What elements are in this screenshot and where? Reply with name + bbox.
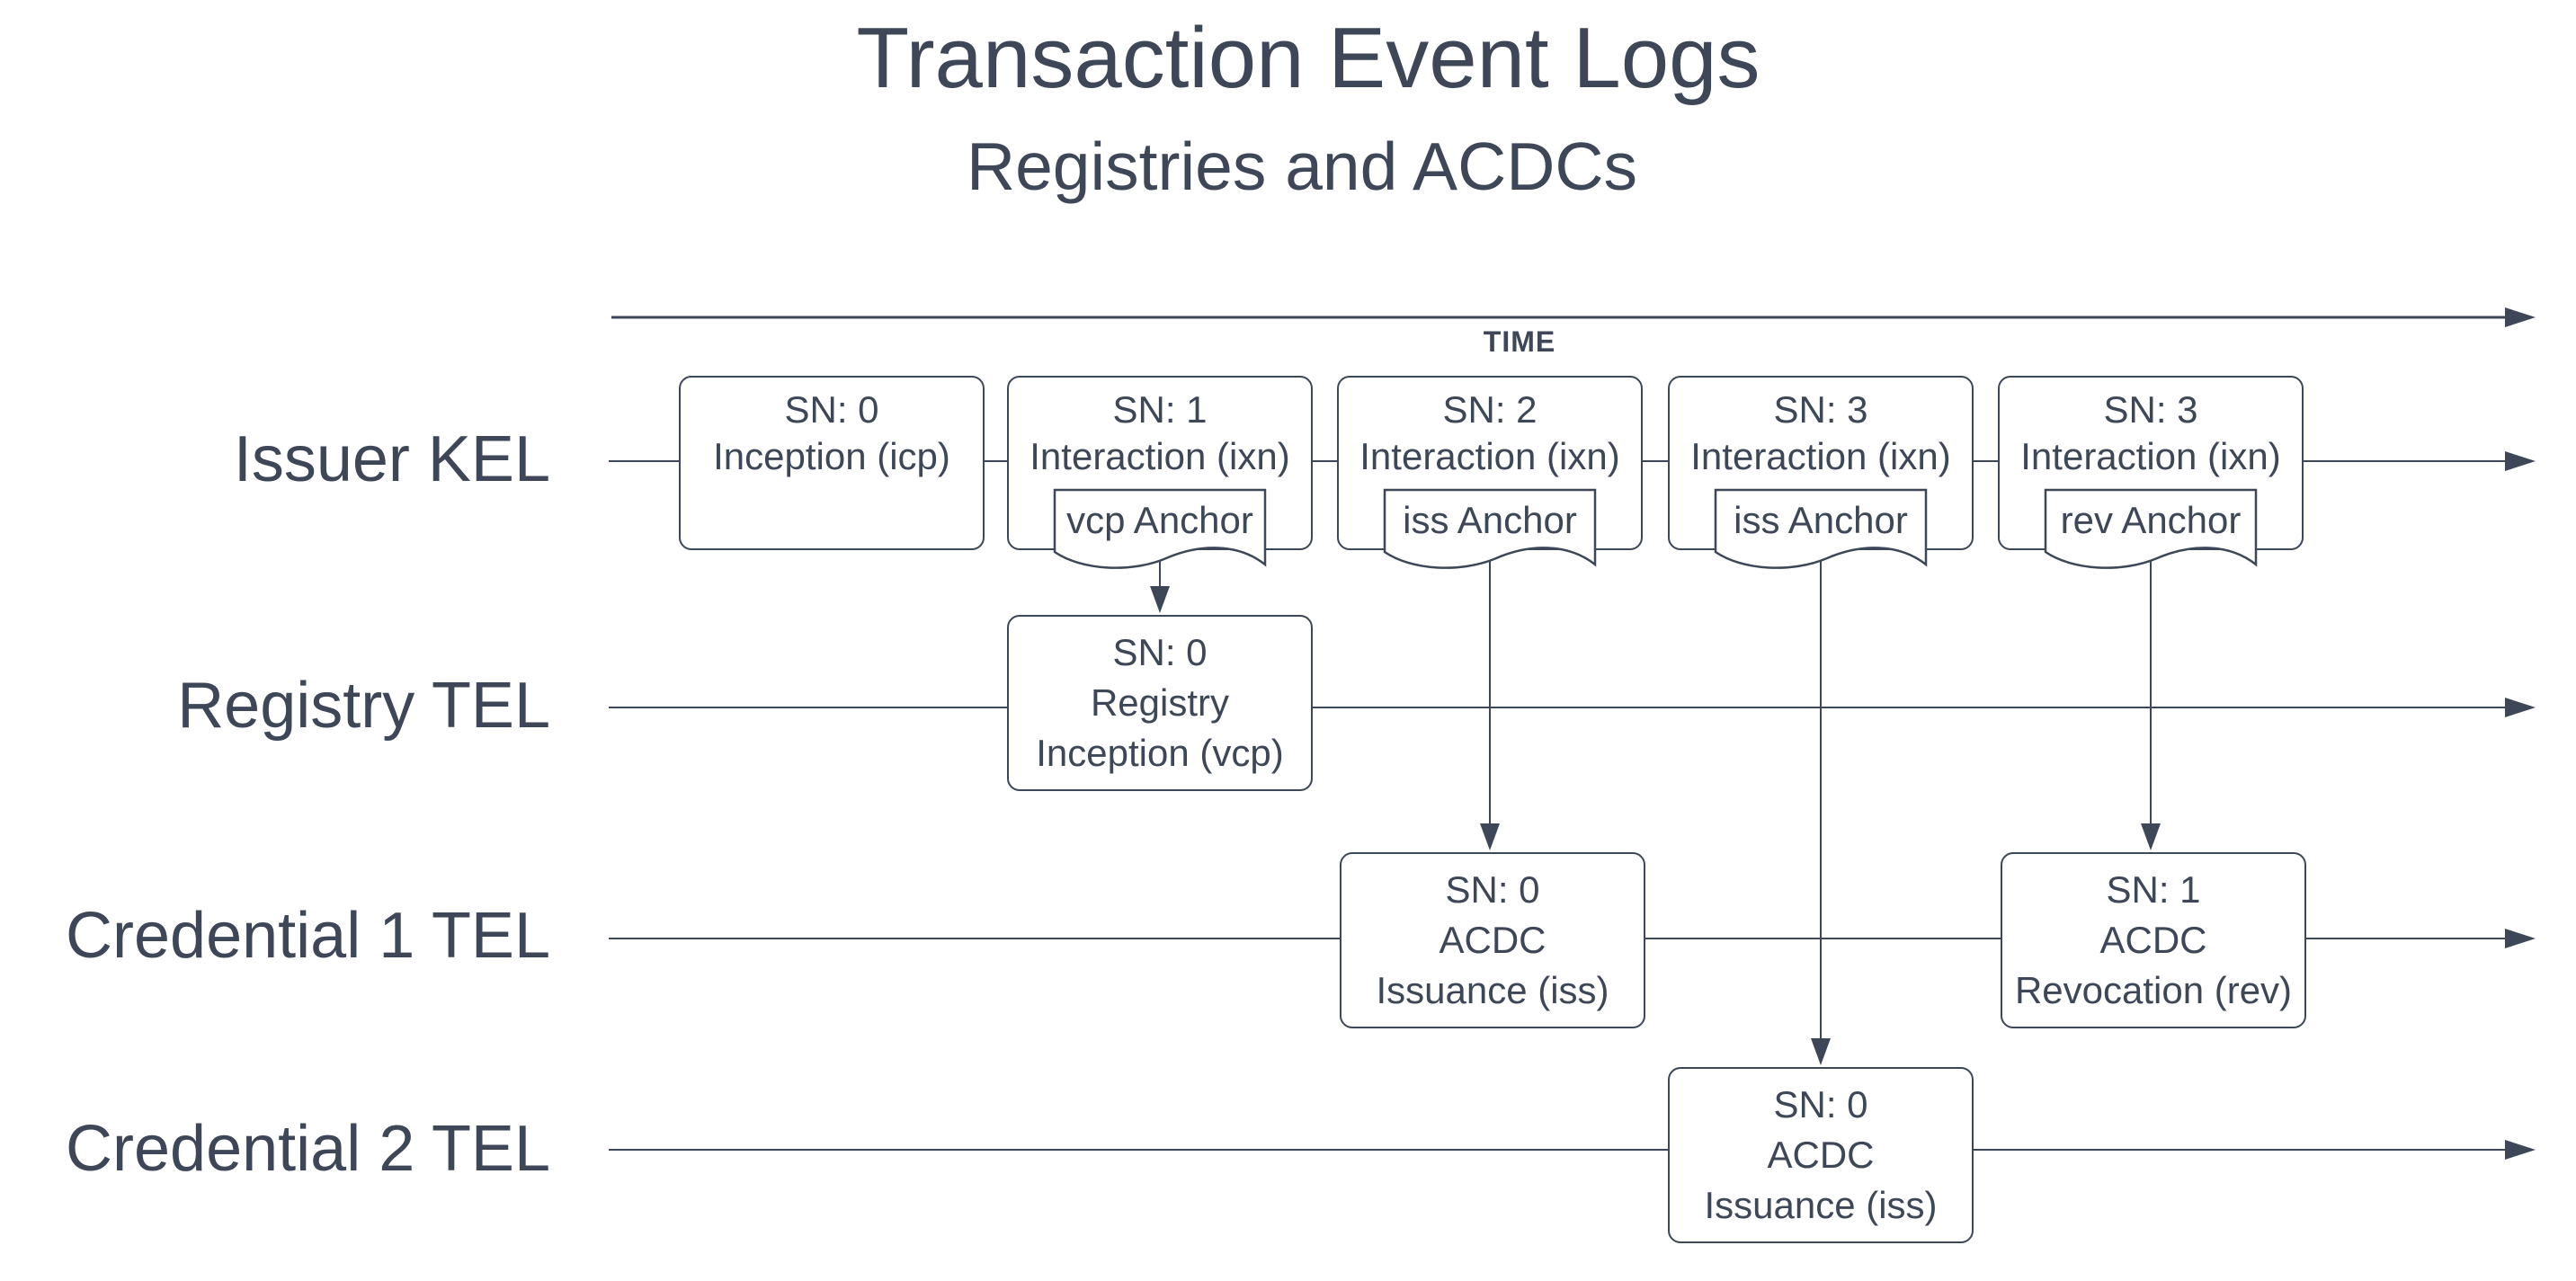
event-type: Inception (vcp) <box>1036 732 1284 774</box>
event-type: Interaction (ixn) <box>1690 435 1951 477</box>
arrow-iss-to-credential1 <box>1480 553 1500 850</box>
vcp-anchor-document: vcp Anchor <box>1053 488 1267 575</box>
document-shape-icon <box>1053 488 1267 569</box>
lane-line-registry-tel <box>609 698 2536 717</box>
event-type: Interaction (ixn) <box>1030 435 1290 477</box>
arrow-rev-to-credential1 <box>2141 553 2161 850</box>
event-sn: SN: 0 <box>1773 1083 1868 1125</box>
event-sn: SN: 0 <box>784 388 879 431</box>
event-type: Revocation (rev) <box>2014 969 2293 1011</box>
event-type: Interaction (ixn) <box>2020 435 2281 477</box>
document-shape-icon <box>1383 488 1597 569</box>
event-sn: SN: 3 <box>1773 388 1868 431</box>
anchor-label: vcp Anchor <box>1066 499 1253 541</box>
event-type: Issuance (iss) <box>1704 1184 1938 1226</box>
anchor-label: iss Anchor <box>1403 499 1577 541</box>
lane-label-registry-tel: Registry TEL <box>177 670 550 742</box>
page-title: Transaction Event Logs <box>856 10 1760 106</box>
arrow-iss-to-credential2 <box>1811 553 1831 1065</box>
event-subject: ACDC <box>2099 919 2207 961</box>
tel-event-credential2-issuance: SN: 0 ACDC Issuance (iss) <box>1668 1067 1974 1243</box>
document-shape-icon <box>2044 488 2258 569</box>
lane-label-credential-2-tel: Credential 2 TEL <box>66 1113 550 1185</box>
event-sn: SN: 0 <box>1112 631 1208 673</box>
event-sn: SN: 2 <box>1442 388 1538 431</box>
event-type: Inception (icp) <box>713 435 950 477</box>
iss-anchor-document-1: iss Anchor <box>1383 488 1597 575</box>
iss-anchor-document-2: iss Anchor <box>1714 488 1928 575</box>
event-subject: Registry <box>1090 681 1230 724</box>
time-axis-arrow <box>611 307 2536 327</box>
kel-event-inception: SN: 0 Inception (icp) <box>679 376 985 550</box>
event-type: Issuance (iss) <box>1376 969 1609 1011</box>
anchor-label: iss Anchor <box>1734 499 1908 541</box>
time-axis-label: TIME <box>1483 325 1556 358</box>
document-shape-icon <box>1714 488 1928 569</box>
event-sn: SN: 3 <box>2103 388 2198 431</box>
event-sn: SN: 0 <box>1445 868 1540 911</box>
tel-event-registry-inception: SN: 0 Registry Inception (vcp) <box>1007 615 1313 791</box>
event-subject: ACDC <box>1767 1134 1875 1176</box>
anchor-label: rev Anchor <box>2060 499 2242 541</box>
page-subtitle: Registries and ACDCs <box>966 129 1638 204</box>
lane-label-credential-1-tel: Credential 1 TEL <box>66 900 550 972</box>
event-subject: ACDC <box>1439 919 1546 961</box>
event-sn: SN: 1 <box>1112 388 1208 431</box>
rev-anchor-document: rev Anchor <box>2044 488 2258 575</box>
lane-label-issuer-kel: Issuer KEL <box>233 423 550 495</box>
tel-event-credential1-issuance: SN: 0 ACDC Issuance (iss) <box>1340 852 1645 1028</box>
lane-line-credential-2-tel <box>609 1140 2536 1160</box>
tel-event-credential1-revocation: SN: 1 ACDC Revocation (rev) <box>2001 852 2306 1028</box>
event-type: Interaction (ixn) <box>1359 435 1620 477</box>
event-sn: SN: 1 <box>2106 868 2201 911</box>
